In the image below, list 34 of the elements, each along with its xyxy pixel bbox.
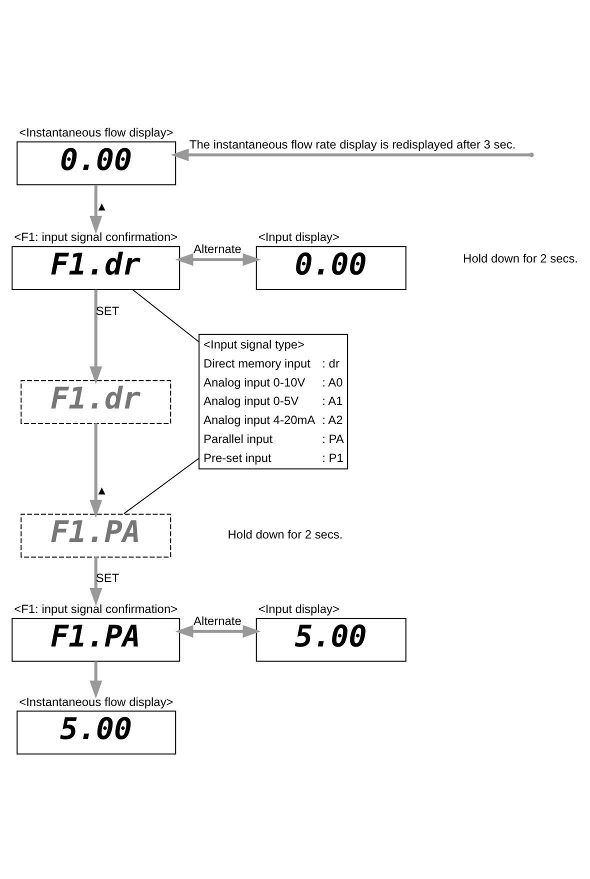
node-label: <F1: input signal confirmation> xyxy=(14,230,178,244)
node-box: F1.dr xyxy=(12,246,180,290)
node-label: <Instantaneous flow display> xyxy=(19,126,174,140)
node-box: F1.PA xyxy=(20,514,172,558)
node-label: <Instantaneous flow display> xyxy=(19,694,174,709)
node-box: 5.00 xyxy=(16,710,176,755)
arrow xyxy=(175,253,261,266)
edge-label: SET xyxy=(96,304,120,318)
edge-label: ▲ xyxy=(96,483,108,498)
node-box: <Input signal type> Direct memory input : dr Analog input 0-10V : A0 Analog input 0-5V : A1 Analog input 4-20mA : A2 Parallel input : PA Pre-set input : P1 xyxy=(198,334,348,470)
label: Hold down for 2 secs. xyxy=(228,527,343,542)
arrow xyxy=(90,556,102,606)
connector xyxy=(123,458,200,514)
node-label: <F1: input signal confirmation> xyxy=(14,602,178,616)
edge-label: Alternate xyxy=(194,614,242,628)
edge-label: SET xyxy=(96,571,120,586)
node-label: <Input display> xyxy=(258,230,340,244)
arrow xyxy=(90,290,102,384)
edge-label: The instantaneous flow rate display is redisplayed after 3 sec. xyxy=(189,138,516,152)
connector xyxy=(132,289,200,342)
label: Hold down for 2 secs. xyxy=(463,252,578,266)
node-box: F1.PA xyxy=(12,618,180,662)
node-box: 0.00 xyxy=(256,246,406,290)
edge-label: ▲ xyxy=(96,199,108,214)
edge-label: Alternate xyxy=(194,242,242,256)
node-box: F1.dr xyxy=(20,380,172,424)
node-box: 5.00 xyxy=(256,618,406,662)
node-label: <Input display> xyxy=(258,602,340,616)
arrow xyxy=(90,423,102,518)
arrow xyxy=(175,625,261,638)
arrow xyxy=(90,661,102,699)
arrow xyxy=(170,148,530,162)
node-box: 0.00 xyxy=(16,141,176,186)
arrow xyxy=(90,185,102,234)
